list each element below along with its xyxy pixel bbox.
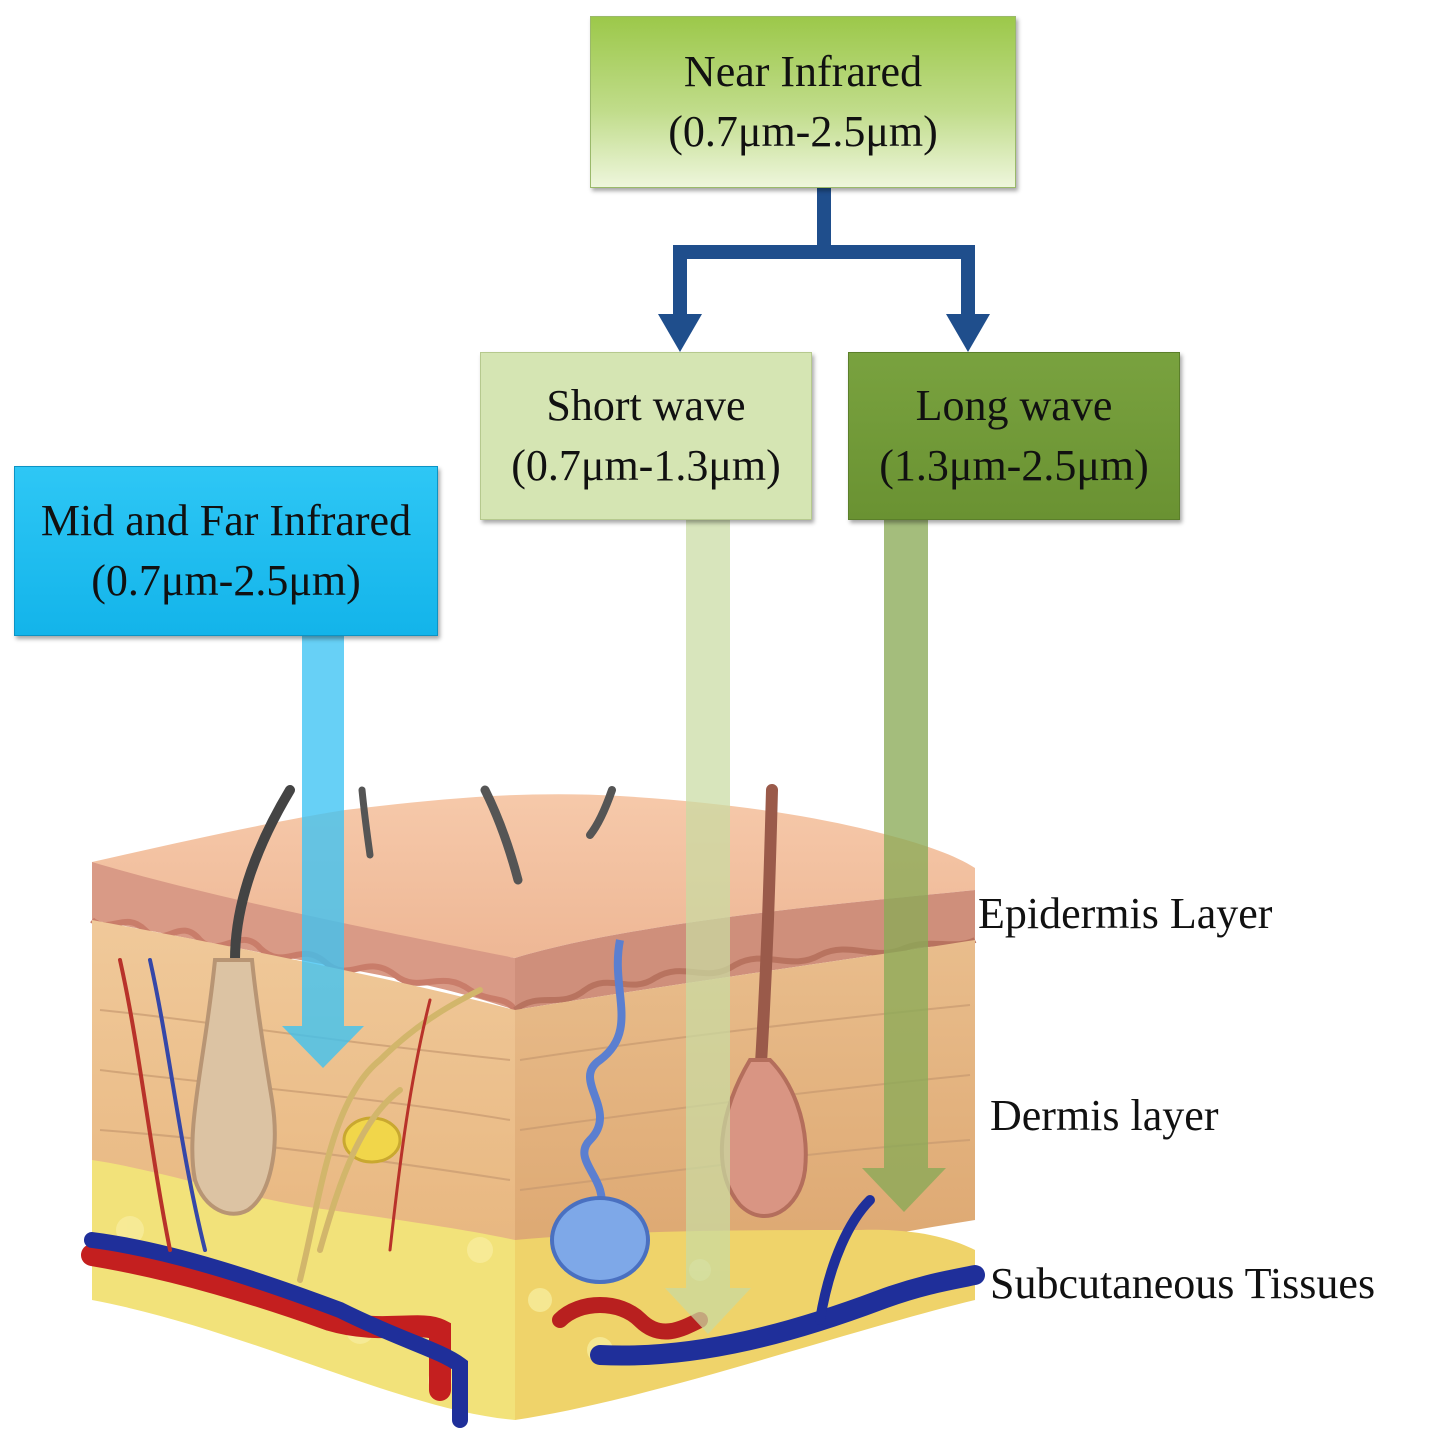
sweat-gland	[550, 939, 650, 1284]
branch-connector	[673, 188, 975, 320]
hair-shaft-4	[586, 786, 616, 839]
long-wave-title: Long wave	[915, 381, 1113, 430]
near-infrared-range: (0.7μm-2.5μm)	[668, 107, 938, 156]
dermis-layer-label: Dermis layer	[990, 1091, 1219, 1140]
arrow-long-wave	[862, 520, 946, 1212]
epidermis-layer-label: Epidermis Layer	[978, 889, 1273, 938]
vein-branch-side	[815, 1195, 875, 1325]
mid-far-infrared-range: (0.7μm-2.5μm)	[91, 556, 361, 605]
skin-illustration	[81, 784, 985, 1428]
connector-left-branch	[673, 245, 824, 320]
near-infrared-box: Near Infrared (0.7μm-2.5μm)	[590, 16, 1016, 188]
short-wave-title: Short wave	[546, 381, 746, 430]
arrowhead-short-wave	[658, 314, 702, 352]
short-wave-box: Short wave (0.7μm-1.3μm)	[480, 352, 812, 520]
capillary-blue-1	[148, 958, 207, 1252]
epidermis-band-side	[515, 890, 975, 1010]
vein-front	[84, 1232, 468, 1428]
artery-side	[552, 1297, 708, 1340]
hair-shaft-2	[358, 786, 374, 859]
hair-follicle-front	[190, 958, 277, 1216]
arrow-short-wave	[665, 520, 751, 1334]
artery-front	[81, 1244, 451, 1401]
subcutaneous-tissues-label: Subcutaneous Tissues	[990, 1259, 1376, 1308]
capillary-red-2	[388, 998, 432, 1252]
arrow-mid-far-infrared	[282, 636, 364, 1068]
long-wave-range: (1.3μm-2.5μm)	[879, 441, 1149, 490]
hair-shaft-1	[230, 785, 295, 965]
long-wave-box: Long wave (1.3μm-2.5μm)	[848, 352, 1180, 520]
subcutaneous-fat-side	[515, 1229, 975, 1420]
mid-far-infrared-box: Mid and Far Infrared (0.7μm-2.5μm)	[14, 466, 438, 636]
vein-side	[590, 1265, 985, 1366]
short-wave-range: (0.7μm-1.3μm)	[511, 441, 781, 490]
capillary-red-1	[118, 958, 172, 1252]
hair-shaft-5	[754, 784, 778, 1086]
near-infrared-title: Near Infrared	[683, 47, 923, 96]
hair-shaft-3	[480, 785, 523, 885]
mid-far-infrared-title: Mid and Far Infrared	[40, 496, 412, 545]
arrowhead-long-wave	[946, 314, 990, 352]
connector-right-branch	[824, 245, 975, 320]
